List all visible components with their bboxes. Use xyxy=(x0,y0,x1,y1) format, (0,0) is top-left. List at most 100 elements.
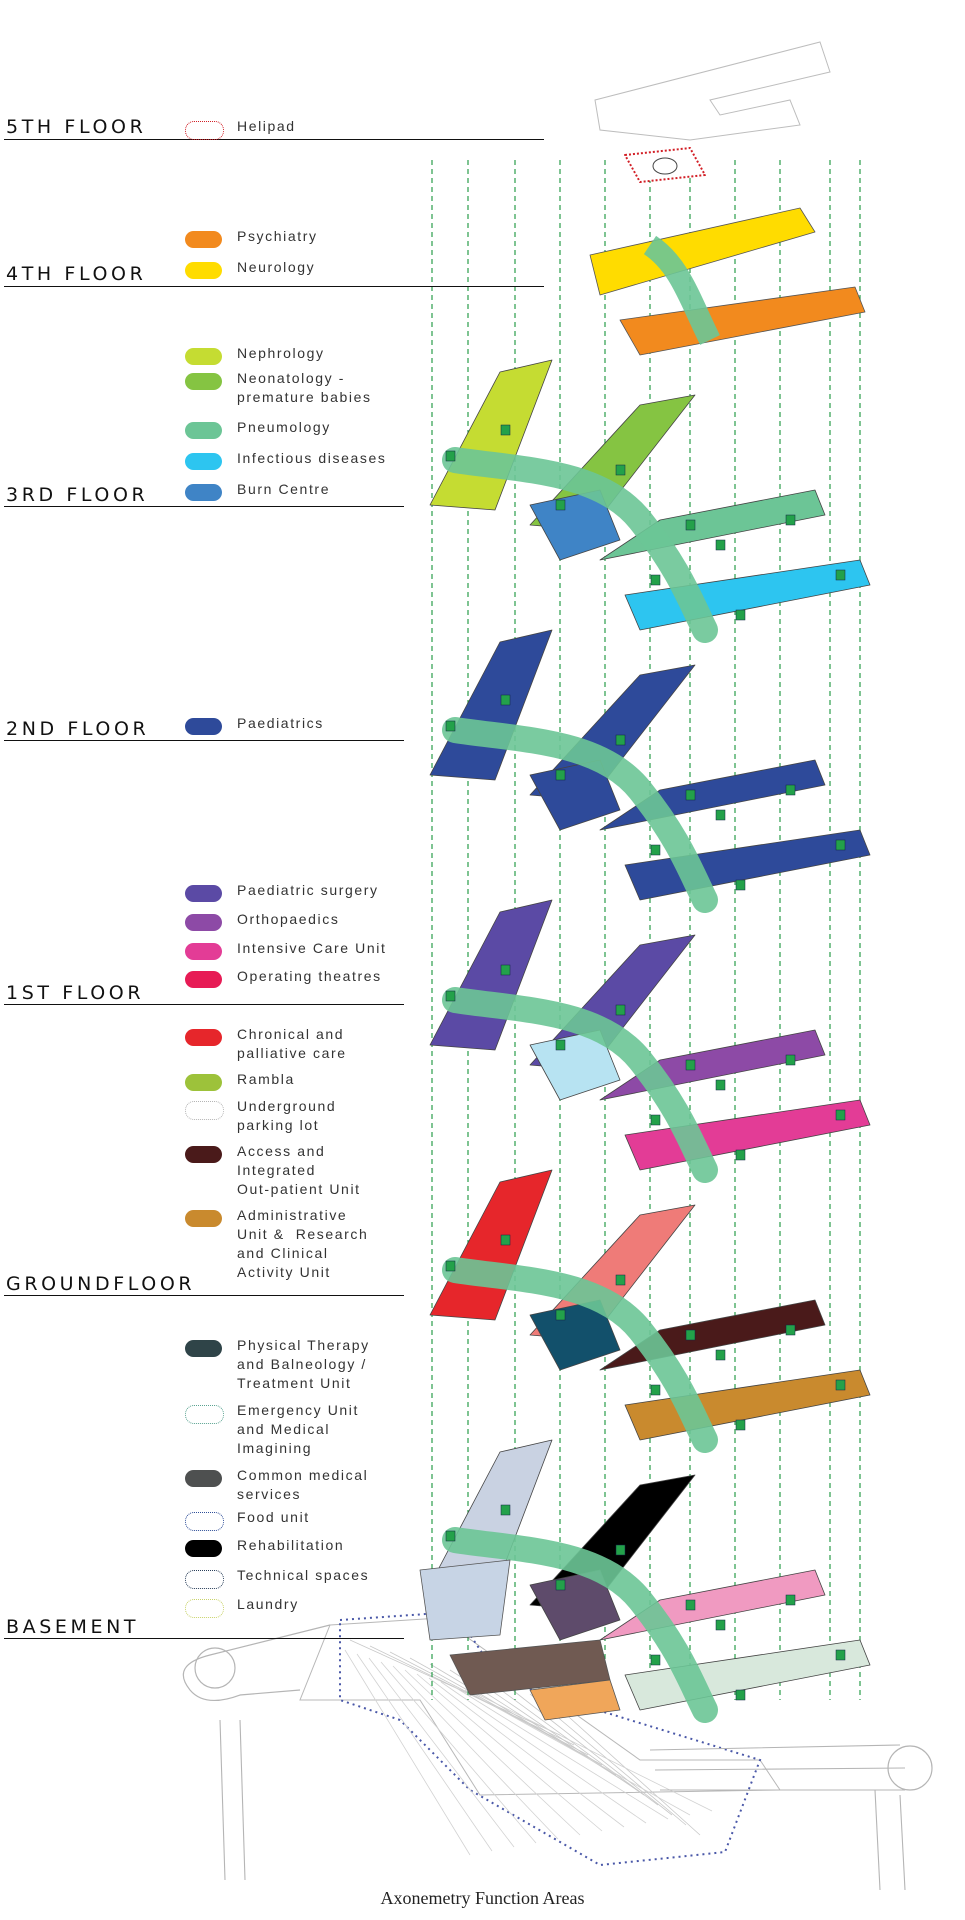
floor-ground-core-node xyxy=(835,1379,846,1391)
floor-basement-core-node xyxy=(835,1649,846,1661)
floor-1-wing-1 xyxy=(429,899,553,1051)
legend-label: Emergency Unit and Medical Imagining xyxy=(237,1402,359,1456)
floor-3-core-node xyxy=(685,519,696,531)
parking-grid-line xyxy=(469,1675,645,1796)
legend-label: Infectious diseases xyxy=(237,450,387,466)
roundabout-left xyxy=(194,1647,236,1689)
floor-basement-core-node xyxy=(555,1579,566,1591)
floor-label-5th: 5TH FLOOR xyxy=(6,116,147,138)
floor-4-wing-psychiatry xyxy=(619,286,866,356)
legend-swatch xyxy=(185,885,222,902)
floor-ground-wing-5 xyxy=(529,1299,621,1371)
floor-3-core-node xyxy=(735,609,746,621)
basement-food-unit xyxy=(529,1679,621,1721)
legend-label: Paediatrics xyxy=(237,715,324,731)
floor-ground-group xyxy=(429,1169,871,1453)
parking-grid-line xyxy=(476,1693,713,1812)
parking-grid-line xyxy=(368,1657,515,1848)
floor-divider-5th xyxy=(4,139,544,140)
floor-ground-wing-1 xyxy=(429,1169,553,1321)
floor-2-core-node xyxy=(650,844,661,856)
legend-swatch xyxy=(185,262,222,279)
legend-label: Laundry xyxy=(237,1596,299,1612)
legend-swatch xyxy=(185,1599,224,1618)
legend-label: Burn Centre xyxy=(237,481,331,497)
legend-swatch xyxy=(185,1210,222,1227)
floor-1-core-node xyxy=(555,1039,566,1051)
road-left-down xyxy=(219,1719,246,1881)
parking-grid-line xyxy=(356,1653,493,1852)
figure-caption: Axonemetry Function Areas xyxy=(380,1888,585,1908)
legend-label: Common medical services xyxy=(237,1467,369,1502)
legend-label: Neonatology - premature babies xyxy=(237,370,372,405)
floor-divider-ground xyxy=(4,1295,404,1296)
floor-basement-core-node xyxy=(615,1544,626,1556)
floor-3-wing-1 xyxy=(429,359,553,511)
floor-2-core-node xyxy=(715,809,726,821)
parking-outline xyxy=(339,1610,762,1867)
legend-swatch xyxy=(185,1074,222,1091)
floor-basement-core-node xyxy=(650,1654,661,1666)
floor-1-core-node xyxy=(650,1114,661,1126)
parking-grid-line xyxy=(452,1685,669,1820)
legend-swatch xyxy=(185,718,222,735)
floor-2-core-node xyxy=(685,789,696,801)
floor-4-wing-neurology xyxy=(589,207,816,296)
floor-basement-group xyxy=(429,1439,871,1723)
legend-label: Psychiatry xyxy=(237,228,318,244)
floor-label-ground: GROUNDFLOOR xyxy=(6,1273,196,1295)
legend-label: Administrative Unit & Research and Clini… xyxy=(237,1207,369,1280)
roundabout-right xyxy=(887,1745,933,1791)
floor-2-rambla-spine xyxy=(442,717,718,913)
legend-label: Access and Integrated Out-patient Unit xyxy=(237,1143,361,1197)
parking-grid-line xyxy=(440,1681,647,1824)
legend-swatch xyxy=(185,914,222,931)
legend-label: Neurology xyxy=(237,259,316,275)
floor-ground-core-node xyxy=(685,1329,696,1341)
floor-1-core-node xyxy=(835,1109,846,1121)
floor-label-1st: 1ST FLOOR xyxy=(6,982,145,1004)
legend-swatch xyxy=(185,971,222,988)
legend-label: Underground parking lot xyxy=(237,1098,337,1133)
legend-label: Paediatric surgery xyxy=(237,882,379,898)
roof-outline xyxy=(594,41,831,141)
floor-basement-core-node xyxy=(735,1689,746,1701)
floor-ground-core-node xyxy=(715,1349,726,1361)
parking-grid-line xyxy=(369,1645,575,1746)
floor-3-wing-5 xyxy=(529,489,621,561)
parking-grid-line xyxy=(404,1669,581,1836)
floor-4-rambla-spine xyxy=(643,235,720,345)
helipad-platform xyxy=(624,147,706,183)
basement-emergency-block xyxy=(419,1559,511,1641)
legend-label: Intensive Care Unit xyxy=(237,940,387,956)
floor-divider-basement xyxy=(4,1638,404,1639)
floor-ground-core-node xyxy=(615,1274,626,1286)
legend-swatch xyxy=(185,1470,222,1487)
legend-swatch xyxy=(185,348,222,365)
floor-divider-2nd xyxy=(4,740,404,741)
floor-3-core-node xyxy=(715,539,726,551)
floor-ground-core-node xyxy=(650,1384,661,1396)
parking-grid-line xyxy=(509,1687,673,1816)
floor-3-core-node xyxy=(445,450,456,462)
legend-swatch xyxy=(185,373,222,390)
floor-divider-3rd xyxy=(4,506,404,507)
road-right-down xyxy=(874,1789,906,1891)
legend-swatch xyxy=(185,484,222,501)
floor-basement-core-node xyxy=(500,1504,511,1516)
floor-1-core-node xyxy=(445,990,456,1002)
floor-basement-core-node xyxy=(445,1530,456,1542)
floor-2-wing-5 xyxy=(529,759,621,831)
floor-ground-core-node xyxy=(445,1260,456,1272)
legend-label: Operating theatres xyxy=(237,968,382,984)
helipad-mark xyxy=(652,157,678,175)
floor-1-core-node xyxy=(685,1059,696,1071)
floor-ground-rambla-spine xyxy=(442,1257,718,1453)
floor-3-core-node xyxy=(650,574,661,586)
legend-label: Helipad xyxy=(237,118,296,134)
floor-1-core-node xyxy=(500,964,511,976)
legend-swatch xyxy=(185,1340,222,1357)
legend-swatch xyxy=(185,1540,222,1557)
